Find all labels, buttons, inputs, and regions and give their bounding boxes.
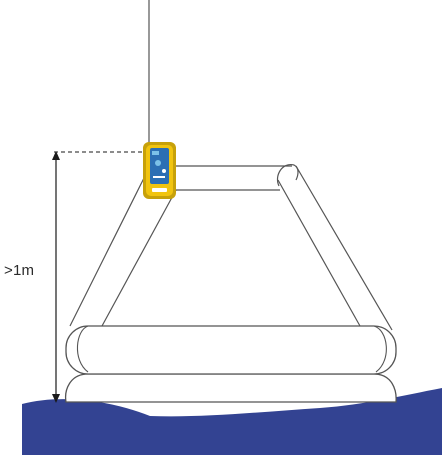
beacon-device-icon: [143, 142, 176, 199]
height-label: >1m: [4, 262, 35, 279]
lower-float-ring: [64, 373, 397, 403]
height-arrow: [52, 151, 60, 403]
upper-float-ring: [65, 325, 397, 375]
water-surface: [22, 388, 442, 455]
raft-frame: [69, 164, 393, 331]
